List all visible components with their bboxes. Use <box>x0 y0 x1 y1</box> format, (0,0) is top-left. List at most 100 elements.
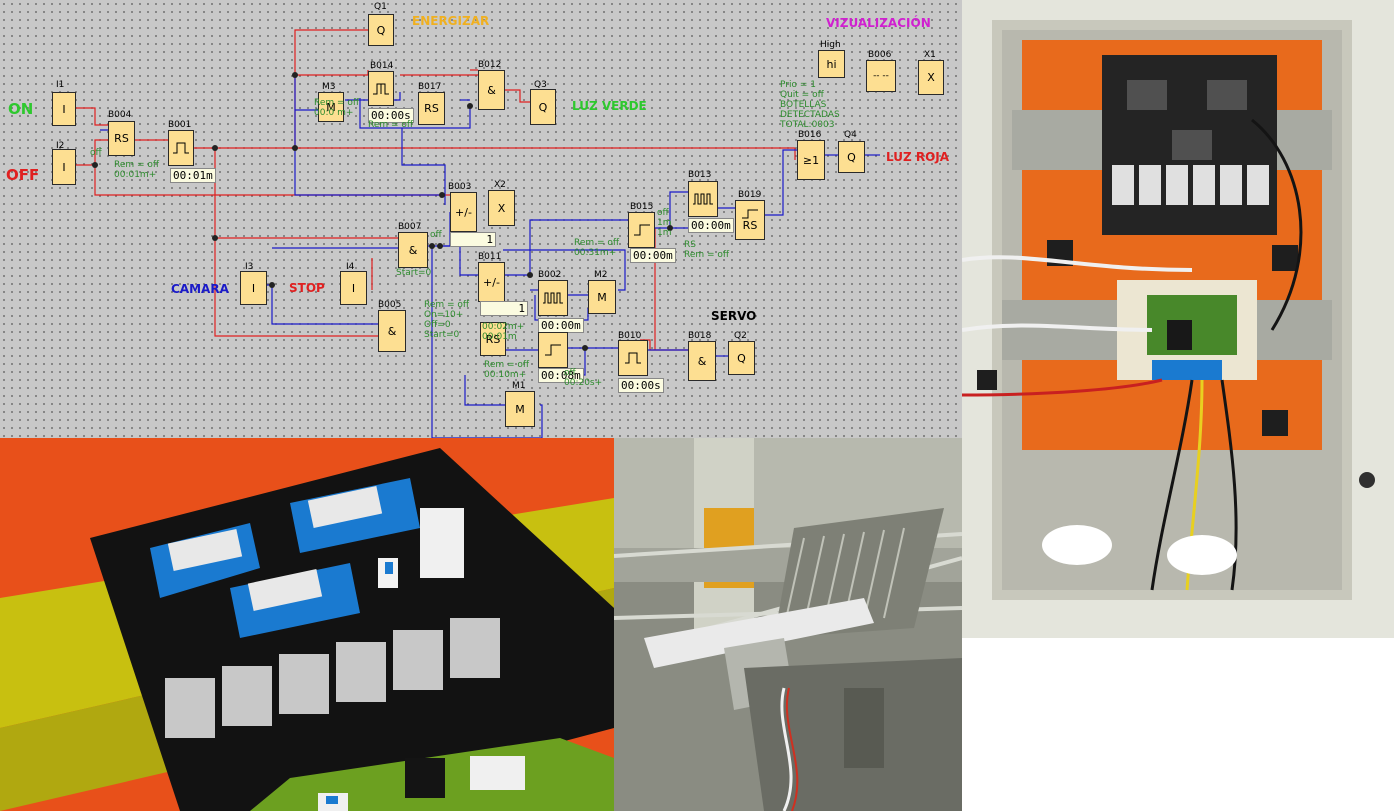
block-tag-x1: X1 <box>924 50 936 60</box>
pulse-generator-icon <box>543 292 563 304</box>
param-b003-off: off <box>430 230 442 240</box>
logic-diagram-canvas[interactable]: ON OFF ENERGIZAR LUZ VERDE VIZUALIZACIÓN… <box>0 0 962 438</box>
block-tag-q3: Q3 <box>534 80 547 90</box>
block-i1[interactable]: I <box>52 92 76 126</box>
block-tag-b018: B018 <box>688 331 712 341</box>
block-tag-b003: B003 <box>448 182 472 192</box>
block-tag-b012: B012 <box>478 60 502 70</box>
param-b015: Rem = off 00:31m+ <box>574 238 620 258</box>
label-luz-roja: LUZ ROJA <box>886 150 950 164</box>
label-camara: CAMARA <box>171 282 229 296</box>
block-x1[interactable]: X <box>918 60 944 95</box>
block-tag-b006: B006 <box>868 50 892 60</box>
on-delay-icon <box>545 344 561 356</box>
param-b009: 00:02m+ 00:01m <box>482 322 525 342</box>
block-b014[interactable] <box>368 71 394 106</box>
block-b013[interactable] <box>688 181 718 217</box>
timer-b015: 00:00m <box>630 248 676 263</box>
label-servo: SERVO <box>711 309 757 323</box>
timer-b014: 00:00s <box>368 108 414 123</box>
param-b007: Start=0 <box>396 268 432 278</box>
block-b012[interactable]: & <box>478 70 505 110</box>
block-tag-b011: B011 <box>478 252 502 262</box>
block-b001[interactable] <box>168 130 194 166</box>
on-delay-icon <box>742 209 758 218</box>
label-vizualizacion: VIZUALIZACIÓN <box>826 16 931 30</box>
pulse-icon <box>173 142 189 154</box>
block-tag-b002: B002 <box>538 270 562 280</box>
block-b008[interactable] <box>538 332 568 368</box>
param-m3: Rem = off 00:0 m+ <box>314 98 360 118</box>
block-tag-b014: B014 <box>370 61 394 71</box>
block-b005[interactable]: & <box>378 310 406 352</box>
param-b017: Rem = off <box>368 120 414 130</box>
block-tag-b019: B019 <box>738 190 762 200</box>
block-m3[interactable]: M <box>318 92 344 122</box>
param-off-i2: off <box>90 148 102 158</box>
timer-b010: 00:00s <box>618 378 664 393</box>
block-high[interactable]: hi <box>818 50 845 78</box>
block-tag-i1: I1 <box>56 80 65 90</box>
daq-board-render-illustration <box>0 438 614 811</box>
block-tag-b004: B004 <box>108 110 132 120</box>
block-tag-b010: B010 <box>618 331 642 341</box>
block-x2[interactable]: X <box>488 190 515 226</box>
block-b009[interactable]: RS <box>480 322 506 356</box>
block-b007[interactable]: & <box>398 232 428 268</box>
b019-glyph: RS <box>742 218 758 232</box>
daq-board-render-photo <box>0 438 614 811</box>
block-tag-m3: M3 <box>322 82 336 92</box>
block-i4[interactable]: I <box>340 271 367 305</box>
param-b010: off 00:20s+ <box>564 368 603 388</box>
block-tag-i4: I4 <box>346 262 355 272</box>
block-tag-q4: Q4 <box>844 130 857 140</box>
control-cabinet-illustration <box>962 0 1394 638</box>
block-b015[interactable] <box>628 212 655 248</box>
block-tag-i3: I3 <box>245 262 254 272</box>
block-q1[interactable]: Q <box>368 14 394 46</box>
block-tag-i2: I2 <box>56 141 65 151</box>
block-i2[interactable]: I <box>52 149 76 185</box>
block-q4[interactable]: Q <box>838 141 865 173</box>
block-tag-x2: X2 <box>494 180 506 190</box>
block-b006[interactable]: -- -- <box>866 60 896 92</box>
delay-pulse-icon <box>373 83 389 94</box>
block-i3[interactable]: I <box>240 271 267 305</box>
block-b011[interactable]: +/- <box>478 262 505 302</box>
block-q2[interactable]: Q <box>728 341 755 375</box>
block-b010[interactable] <box>618 340 648 376</box>
timer-b001: 00:01m <box>170 168 216 183</box>
block-m1[interactable]: M <box>505 391 535 427</box>
block-tag-high: High <box>820 40 841 50</box>
param-b008: Rem = off 00:10m+ <box>484 360 530 380</box>
block-tag-b017: B017 <box>418 82 442 92</box>
on-delay-icon <box>633 224 650 236</box>
block-q3[interactable]: Q <box>530 89 556 125</box>
control-cabinet-photo <box>962 0 1394 638</box>
block-b002[interactable] <box>538 280 568 316</box>
block-tag-b007: B007 <box>398 222 422 232</box>
block-b003[interactable]: +/- <box>450 192 477 232</box>
timer-b008: 00:08m <box>538 368 584 383</box>
block-b004[interactable]: RS <box>108 121 135 156</box>
label-on: ON <box>8 100 34 118</box>
block-tag-b016: B016 <box>798 130 822 140</box>
block-b016[interactable]: ≥1 <box>797 140 825 180</box>
block-tag-q2: Q2 <box>734 331 747 341</box>
timer-b002: 00:00m <box>538 318 584 333</box>
value-b003: 1 <box>450 232 496 247</box>
param-b015-right: off 1m 1m <box>657 208 672 238</box>
block-m2[interactable]: M <box>588 280 616 314</box>
block-b019[interactable]: RS <box>735 200 765 240</box>
block-tag-m2: M2 <box>594 270 608 280</box>
block-tag-b015: B015 <box>630 202 654 212</box>
param-b005: Rem = off On=10+ Off=0 Start=0 <box>424 300 470 340</box>
block-tag-m1: M1 <box>512 381 526 391</box>
wire-layer <box>75 29 880 438</box>
pulse-generator-icon <box>693 193 713 205</box>
timer-b013: 00:00m <box>688 218 734 233</box>
block-b018[interactable]: & <box>688 341 716 381</box>
block-tag-b005: B005 <box>378 300 402 310</box>
block-b017[interactable]: RS <box>418 92 445 125</box>
param-b019: RS Rem = off <box>684 240 730 260</box>
